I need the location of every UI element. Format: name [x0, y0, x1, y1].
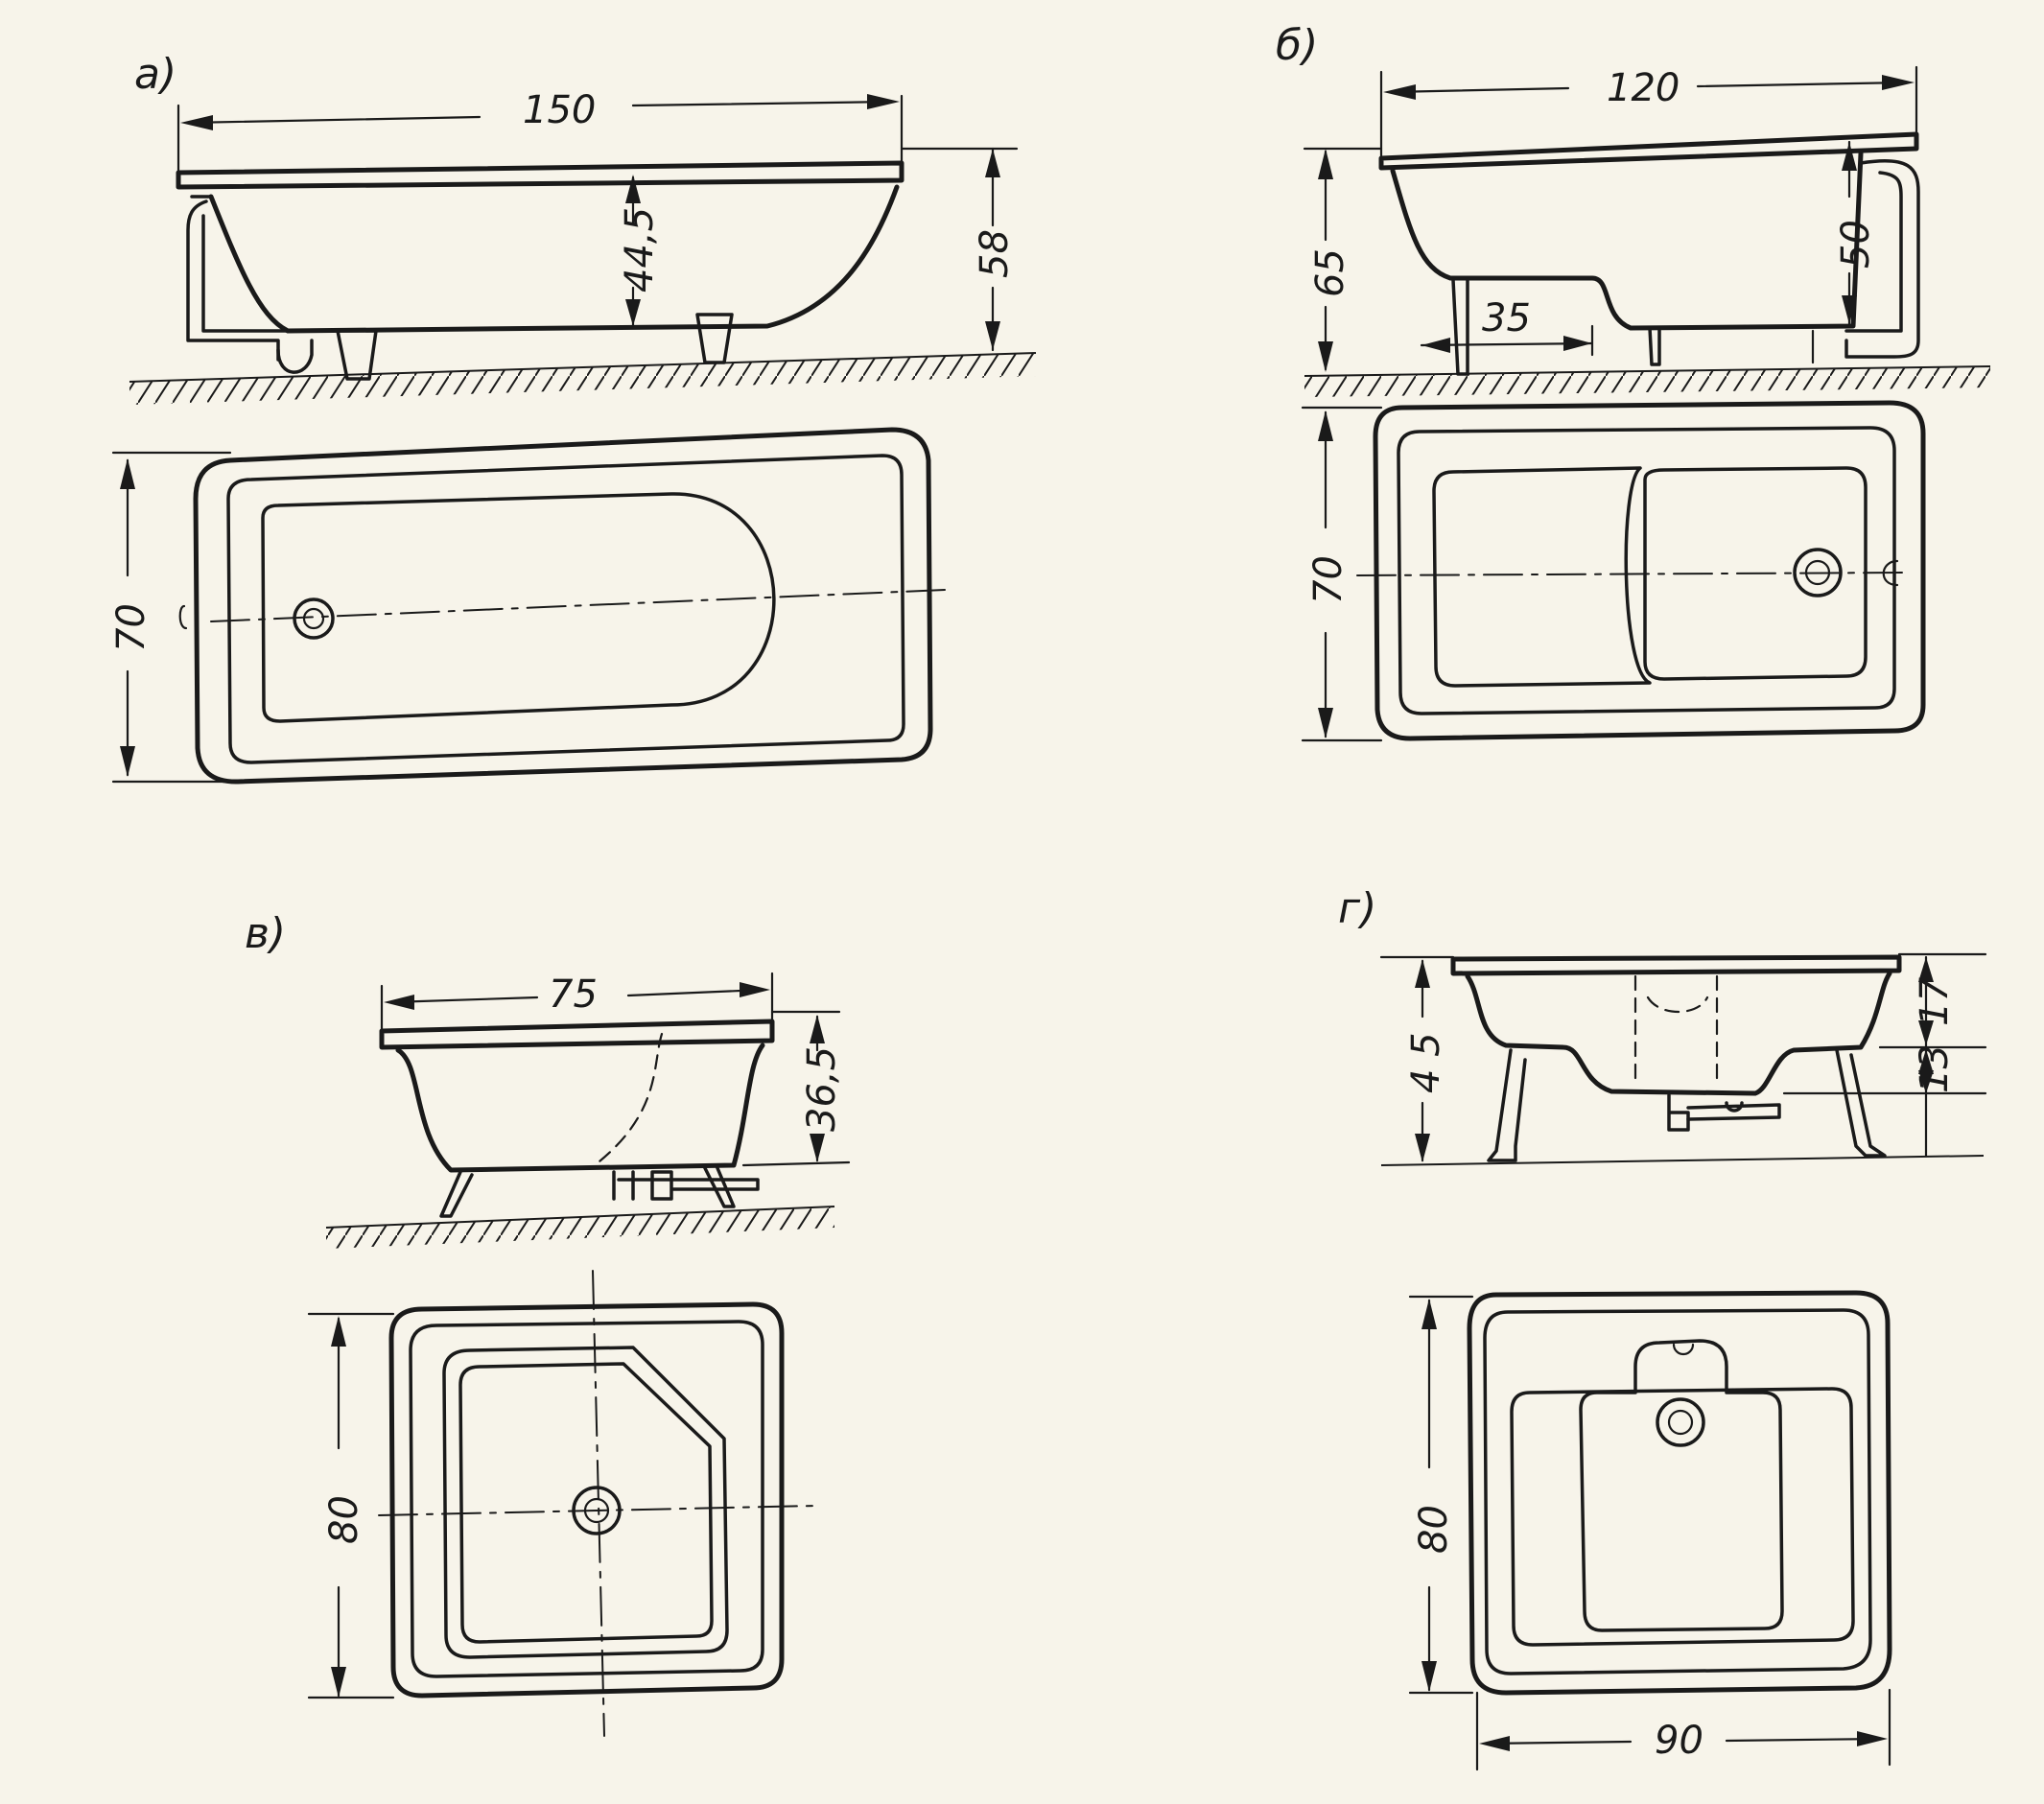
panel-g: г) 4 5	[1338, 884, 1987, 1771]
panel-b-dim-120: 120	[1607, 66, 1680, 110]
panel-a: а) 150	[109, 50, 1037, 785]
panel-v: в) 75	[245, 909, 851, 1737]
panel-g-dim-17: 17	[1913, 977, 1957, 1026]
panel-g-side-view: 4 5 17 13	[1379, 952, 1987, 1166]
panel-a-dim-70: 70	[109, 603, 153, 652]
panel-b-dim-35: 35	[1482, 296, 1531, 340]
panel-g-dim-80: 80	[1412, 1505, 1456, 1554]
panel-a-dim-150: 150	[523, 88, 596, 132]
panel-g-label: г)	[1338, 884, 1376, 933]
panel-g-plan-view: 80 90	[1408, 1290, 1892, 1771]
panel-g-dim-13: 13	[1913, 1044, 1957, 1093]
panel-a-side-view: 150 44,5 58	[129, 88, 1037, 405]
panel-b-dim-70: 70	[1306, 555, 1351, 604]
panel-a-label: а)	[134, 50, 176, 99]
panel-a-dim-58: 58	[973, 229, 1017, 278]
panel-v-dim-36-5: 36,5	[800, 1046, 844, 1132]
panel-a-plan-view: 70	[109, 427, 946, 785]
panel-g-dim-90: 90	[1655, 1719, 1703, 1763]
panel-v-dim-75: 75	[549, 972, 598, 1017]
panel-b-side-view: 120 65 50 35	[1303, 65, 1991, 397]
panel-v-label: в)	[245, 909, 286, 958]
panel-a-dim-44-5: 44,5	[618, 207, 662, 293]
panel-b-dim-50: 50	[1834, 220, 1878, 269]
panel-b-plan-view: 70	[1301, 400, 1926, 742]
panel-g-dim-45: 4 5	[1404, 1032, 1448, 1093]
panel-v-plan-view: 80	[307, 1270, 816, 1737]
panel-v-dim-80: 80	[322, 1495, 366, 1544]
panel-b-dim-65: 65	[1308, 248, 1352, 297]
panel-b-label: б)	[1276, 21, 1318, 70]
panel-b: б) 120	[1276, 21, 1991, 742]
panel-v-side-view: 75 36,5	[325, 972, 851, 1249]
